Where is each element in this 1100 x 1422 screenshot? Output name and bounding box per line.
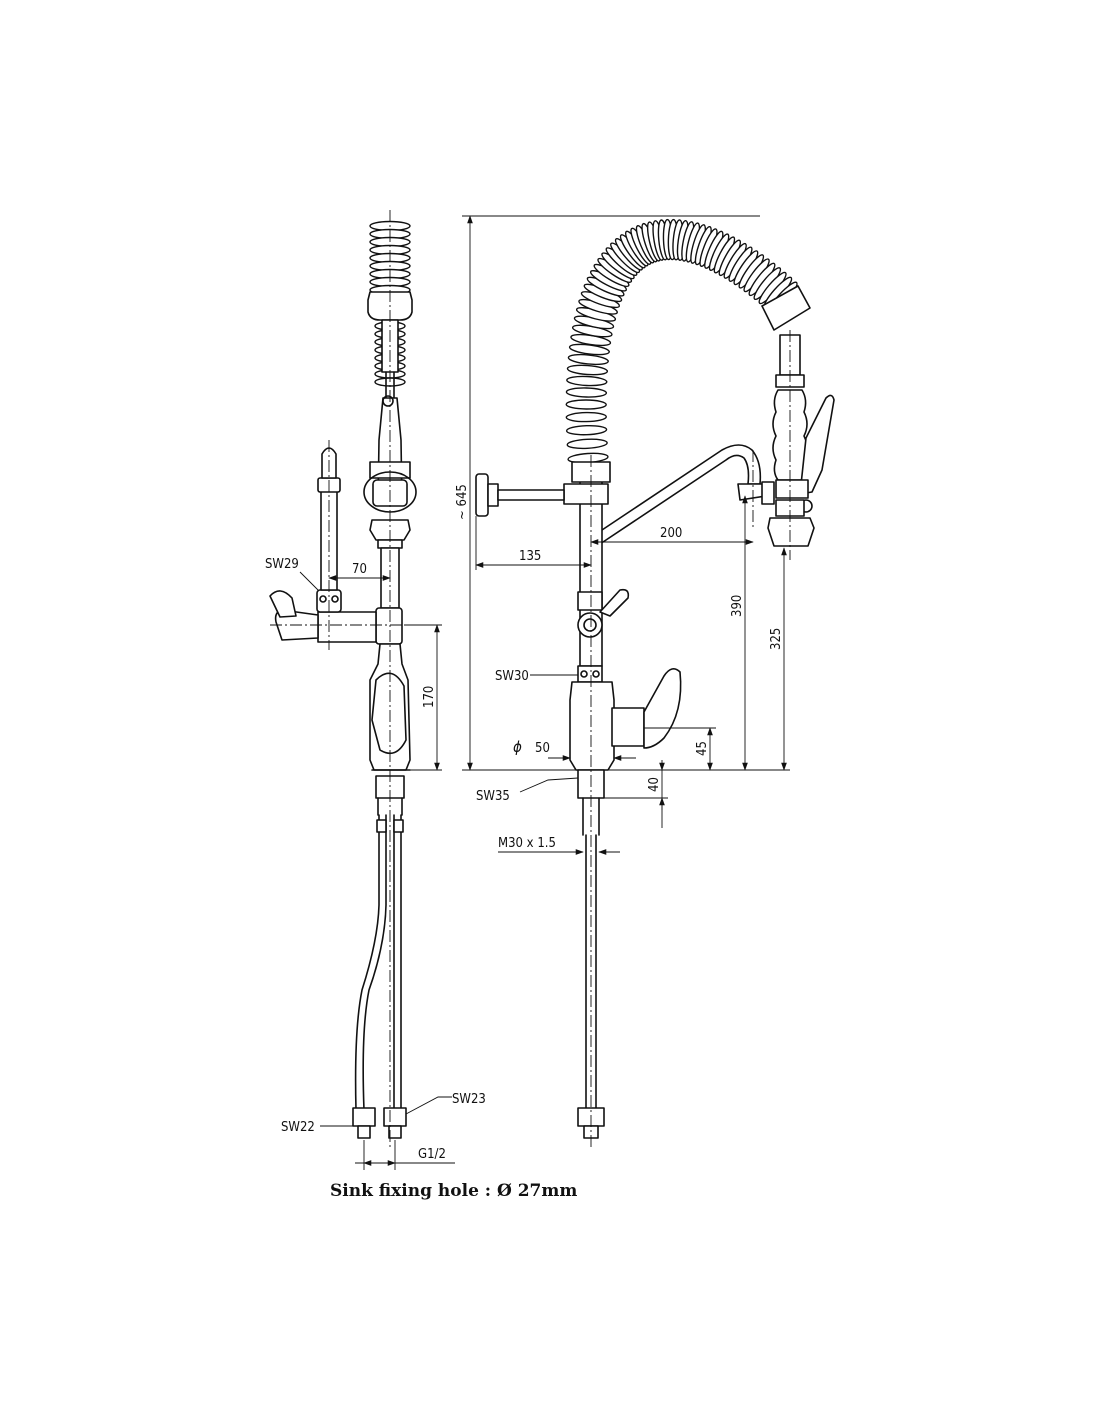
spring-coil-loop (566, 438, 608, 450)
front-valve-body (577, 591, 603, 611)
label-sw22: SW22 (281, 1120, 315, 1135)
spring-coil-loop (565, 424, 608, 436)
front-mixer-screw-b (592, 670, 600, 678)
front-dimensions: ~ 645 135 200 390 325 SW30 ϕ 50 45 SW35 (455, 215, 790, 855)
front-mixer-lever (643, 668, 682, 749)
spring-coil-loop (565, 411, 607, 423)
front-mixer-body (569, 681, 615, 771)
label-sw29: SW29 (265, 557, 299, 572)
side-spray-pivot (382, 395, 394, 407)
front-supply-hose (585, 834, 597, 1111)
front-spout-clip (761, 481, 775, 505)
side-hose-ferrule-a (376, 819, 387, 833)
label-sw35: SW35 (476, 789, 510, 804)
side-handle-lever (269, 590, 297, 618)
label-645: ~ 645 (455, 484, 470, 520)
front-gun-body (775, 479, 809, 499)
front-wall-arm (497, 489, 565, 501)
spring-coil-loop (565, 399, 607, 410)
label-sw23: SW23 (452, 1092, 486, 1107)
front-wall-plate (475, 473, 489, 517)
spring-coil-loop (566, 375, 608, 387)
side-tee (375, 607, 403, 645)
spring-coil-loop (565, 387, 608, 398)
side-dimensions: 70 SW29 170 SW22 SW23 G1/2 (265, 557, 486, 1170)
front-thread-stud (582, 797, 600, 836)
side-hose-left-b (362, 814, 387, 1111)
label-45: 45 (695, 741, 710, 756)
label-390: 390 (730, 595, 745, 617)
label-135: 135 (519, 549, 541, 564)
label-sw30: SW30 (495, 669, 529, 684)
front-valve-knob (577, 612, 603, 638)
side-hose-right (393, 814, 402, 1111)
front-wall-boss (487, 483, 499, 507)
front-view (475, 218, 835, 1150)
front-spring-coil (565, 218, 798, 464)
side-view (269, 210, 440, 1150)
spring-coil-loop (566, 364, 609, 376)
front-trigger-lever (799, 394, 835, 495)
side-hose-ferrule-b (393, 819, 404, 833)
side-thread-right (388, 1125, 402, 1139)
side-nut-sw23 (383, 1107, 407, 1127)
side-thread-left (357, 1125, 371, 1139)
side-mixer-lever (371, 672, 407, 755)
spring-coil-loop (567, 353, 609, 366)
label-50: 50 (535, 741, 550, 756)
label-40: 40 (647, 777, 662, 792)
caption-sink-fixing-hole: Sink fixing hole : Ø 27mm (330, 1181, 578, 1201)
label-m30: M30 x 1.5 (498, 836, 556, 851)
front-mixer-screw-a (580, 670, 588, 678)
side-valve-screw-b (331, 595, 339, 603)
front-valve-handle (599, 588, 630, 617)
side-threaded-stud (377, 797, 403, 816)
side-hose-left-a (354, 814, 380, 1111)
side-branch-pipe (317, 611, 377, 643)
label-325: 325 (769, 628, 784, 650)
side-nut-sw22 (352, 1107, 376, 1127)
side-valve-screw-a (319, 595, 327, 603)
front-holder-clamp (563, 483, 609, 505)
label-phi: ϕ (513, 738, 522, 756)
side-collar (369, 519, 411, 541)
front-spray-head (767, 517, 815, 547)
label-g12: G1/2 (418, 1147, 446, 1162)
front-mixer-cartridge (611, 707, 645, 747)
front-valve-knob-inner (583, 618, 597, 632)
label-70: 70 (352, 562, 367, 577)
label-200: 200 (660, 526, 682, 541)
front-spring-cap (761, 285, 811, 331)
label-170: 170 (422, 686, 437, 708)
